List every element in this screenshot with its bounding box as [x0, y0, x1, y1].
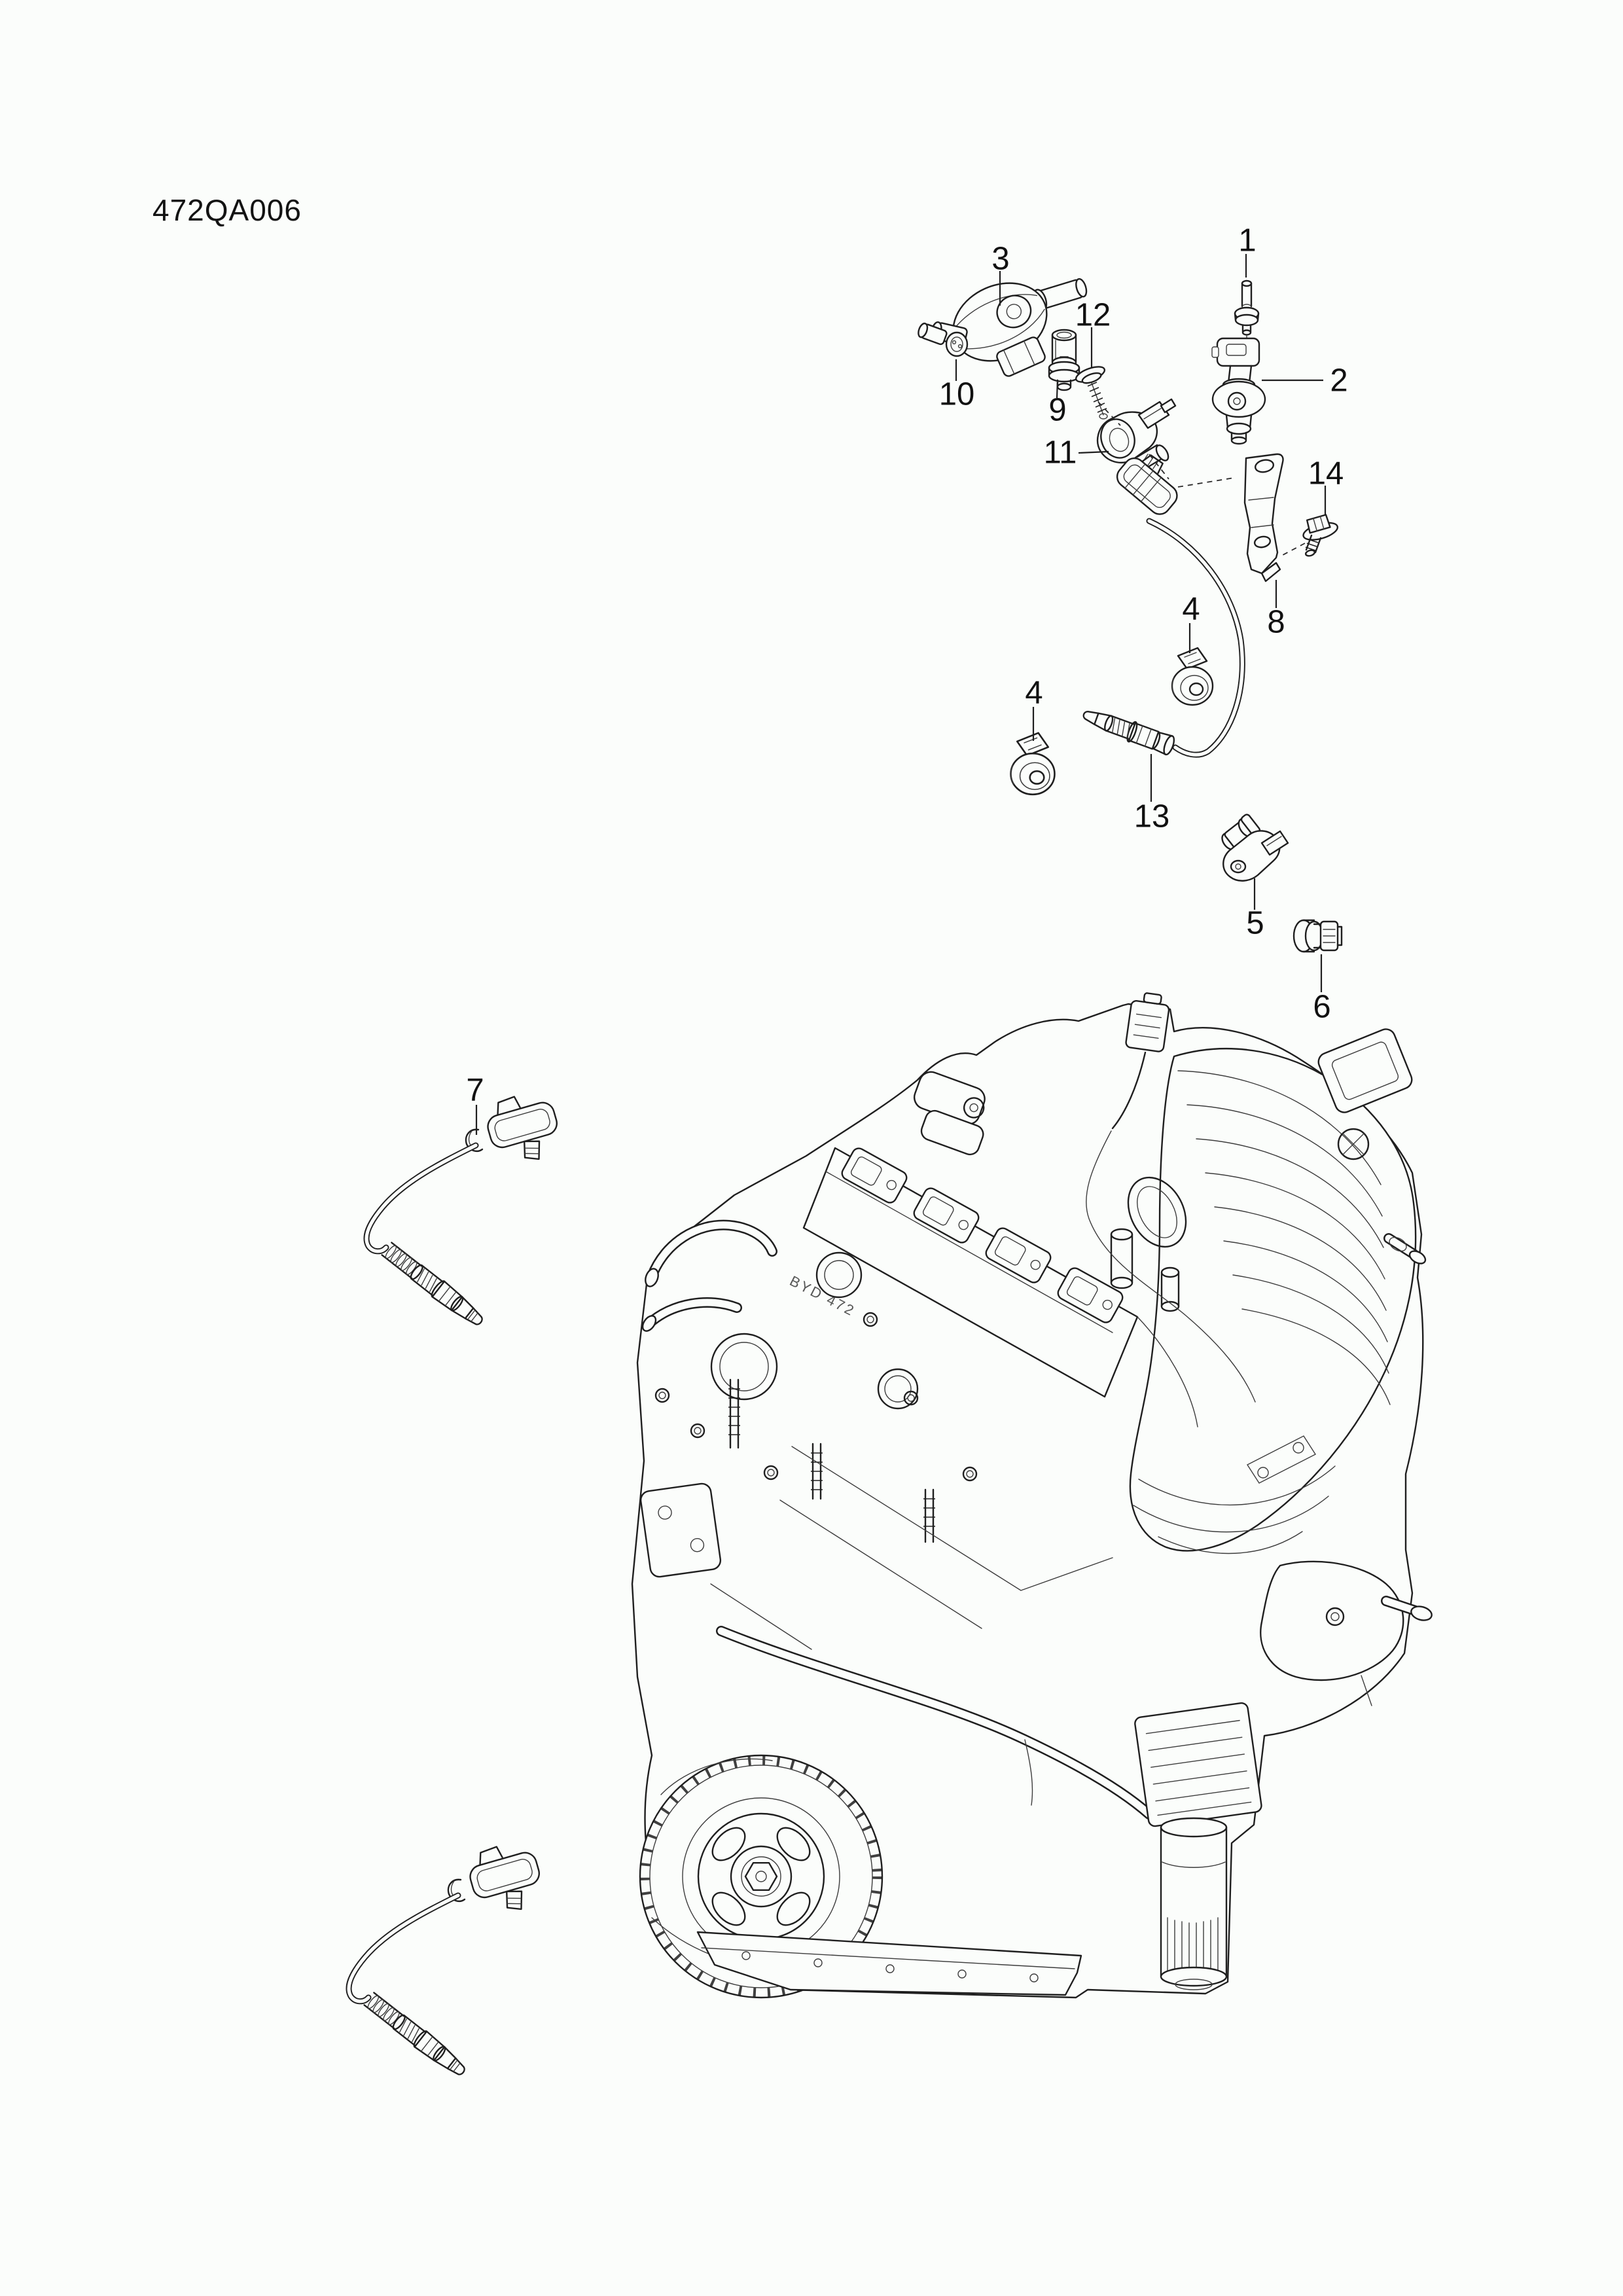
leader-9	[1056, 379, 1059, 399]
part-4-knock-sensor-b	[1010, 732, 1056, 796]
part-6-plug	[1293, 919, 1343, 953]
callout-8: 8	[1267, 604, 1285, 640]
assembly-dash-14-8	[1282, 543, 1306, 556]
callout-13: 13	[1133, 798, 1170, 834]
callout-14: 14	[1308, 456, 1344, 492]
callout-4a: 4	[1182, 591, 1200, 627]
callout-5: 5	[1246, 905, 1264, 941]
part-1-stud	[1234, 279, 1260, 339]
oxygen-sensor-lower	[349, 1837, 548, 2080]
callout-7: 7	[466, 1072, 484, 1108]
part-5-cam-sensor-2	[1221, 814, 1289, 882]
figure-code: 472QA006	[152, 193, 302, 227]
leader-lines	[475, 254, 1327, 1135]
engine-illustration: BYD 472	[631, 992, 1433, 1999]
callout-12: 12	[1075, 297, 1111, 333]
part-12-screw	[1075, 366, 1108, 420]
part-8-bracket	[1243, 453, 1284, 583]
callout-4b: 4	[1025, 675, 1043, 711]
callout-11: 11	[1043, 435, 1077, 471]
callout-1: 1	[1238, 223, 1257, 259]
part-10-nipple	[918, 322, 969, 357]
part-11-cam-sensor	[1096, 398, 1177, 470]
callout-6: 6	[1313, 989, 1331, 1025]
part-4-knock-sensor-a	[1171, 647, 1214, 706]
part-7-oxygen-sensor	[366, 1087, 565, 1330]
callout-10: 10	[938, 376, 975, 412]
callout-2: 2	[1330, 363, 1348, 399]
callout-9: 9	[1048, 392, 1067, 428]
part-9-temp-sensor	[1048, 329, 1080, 391]
assembly-dash-13-8	[1177, 477, 1235, 488]
part-14-bolt	[1302, 514, 1338, 557]
part-13-oxygen-sensor	[1082, 454, 1245, 758]
part-2-crank-sensor	[1211, 337, 1266, 445]
part-3-purge-valve	[931, 278, 1088, 377]
leader-11	[1078, 450, 1109, 454]
callout-3: 3	[991, 241, 1010, 277]
